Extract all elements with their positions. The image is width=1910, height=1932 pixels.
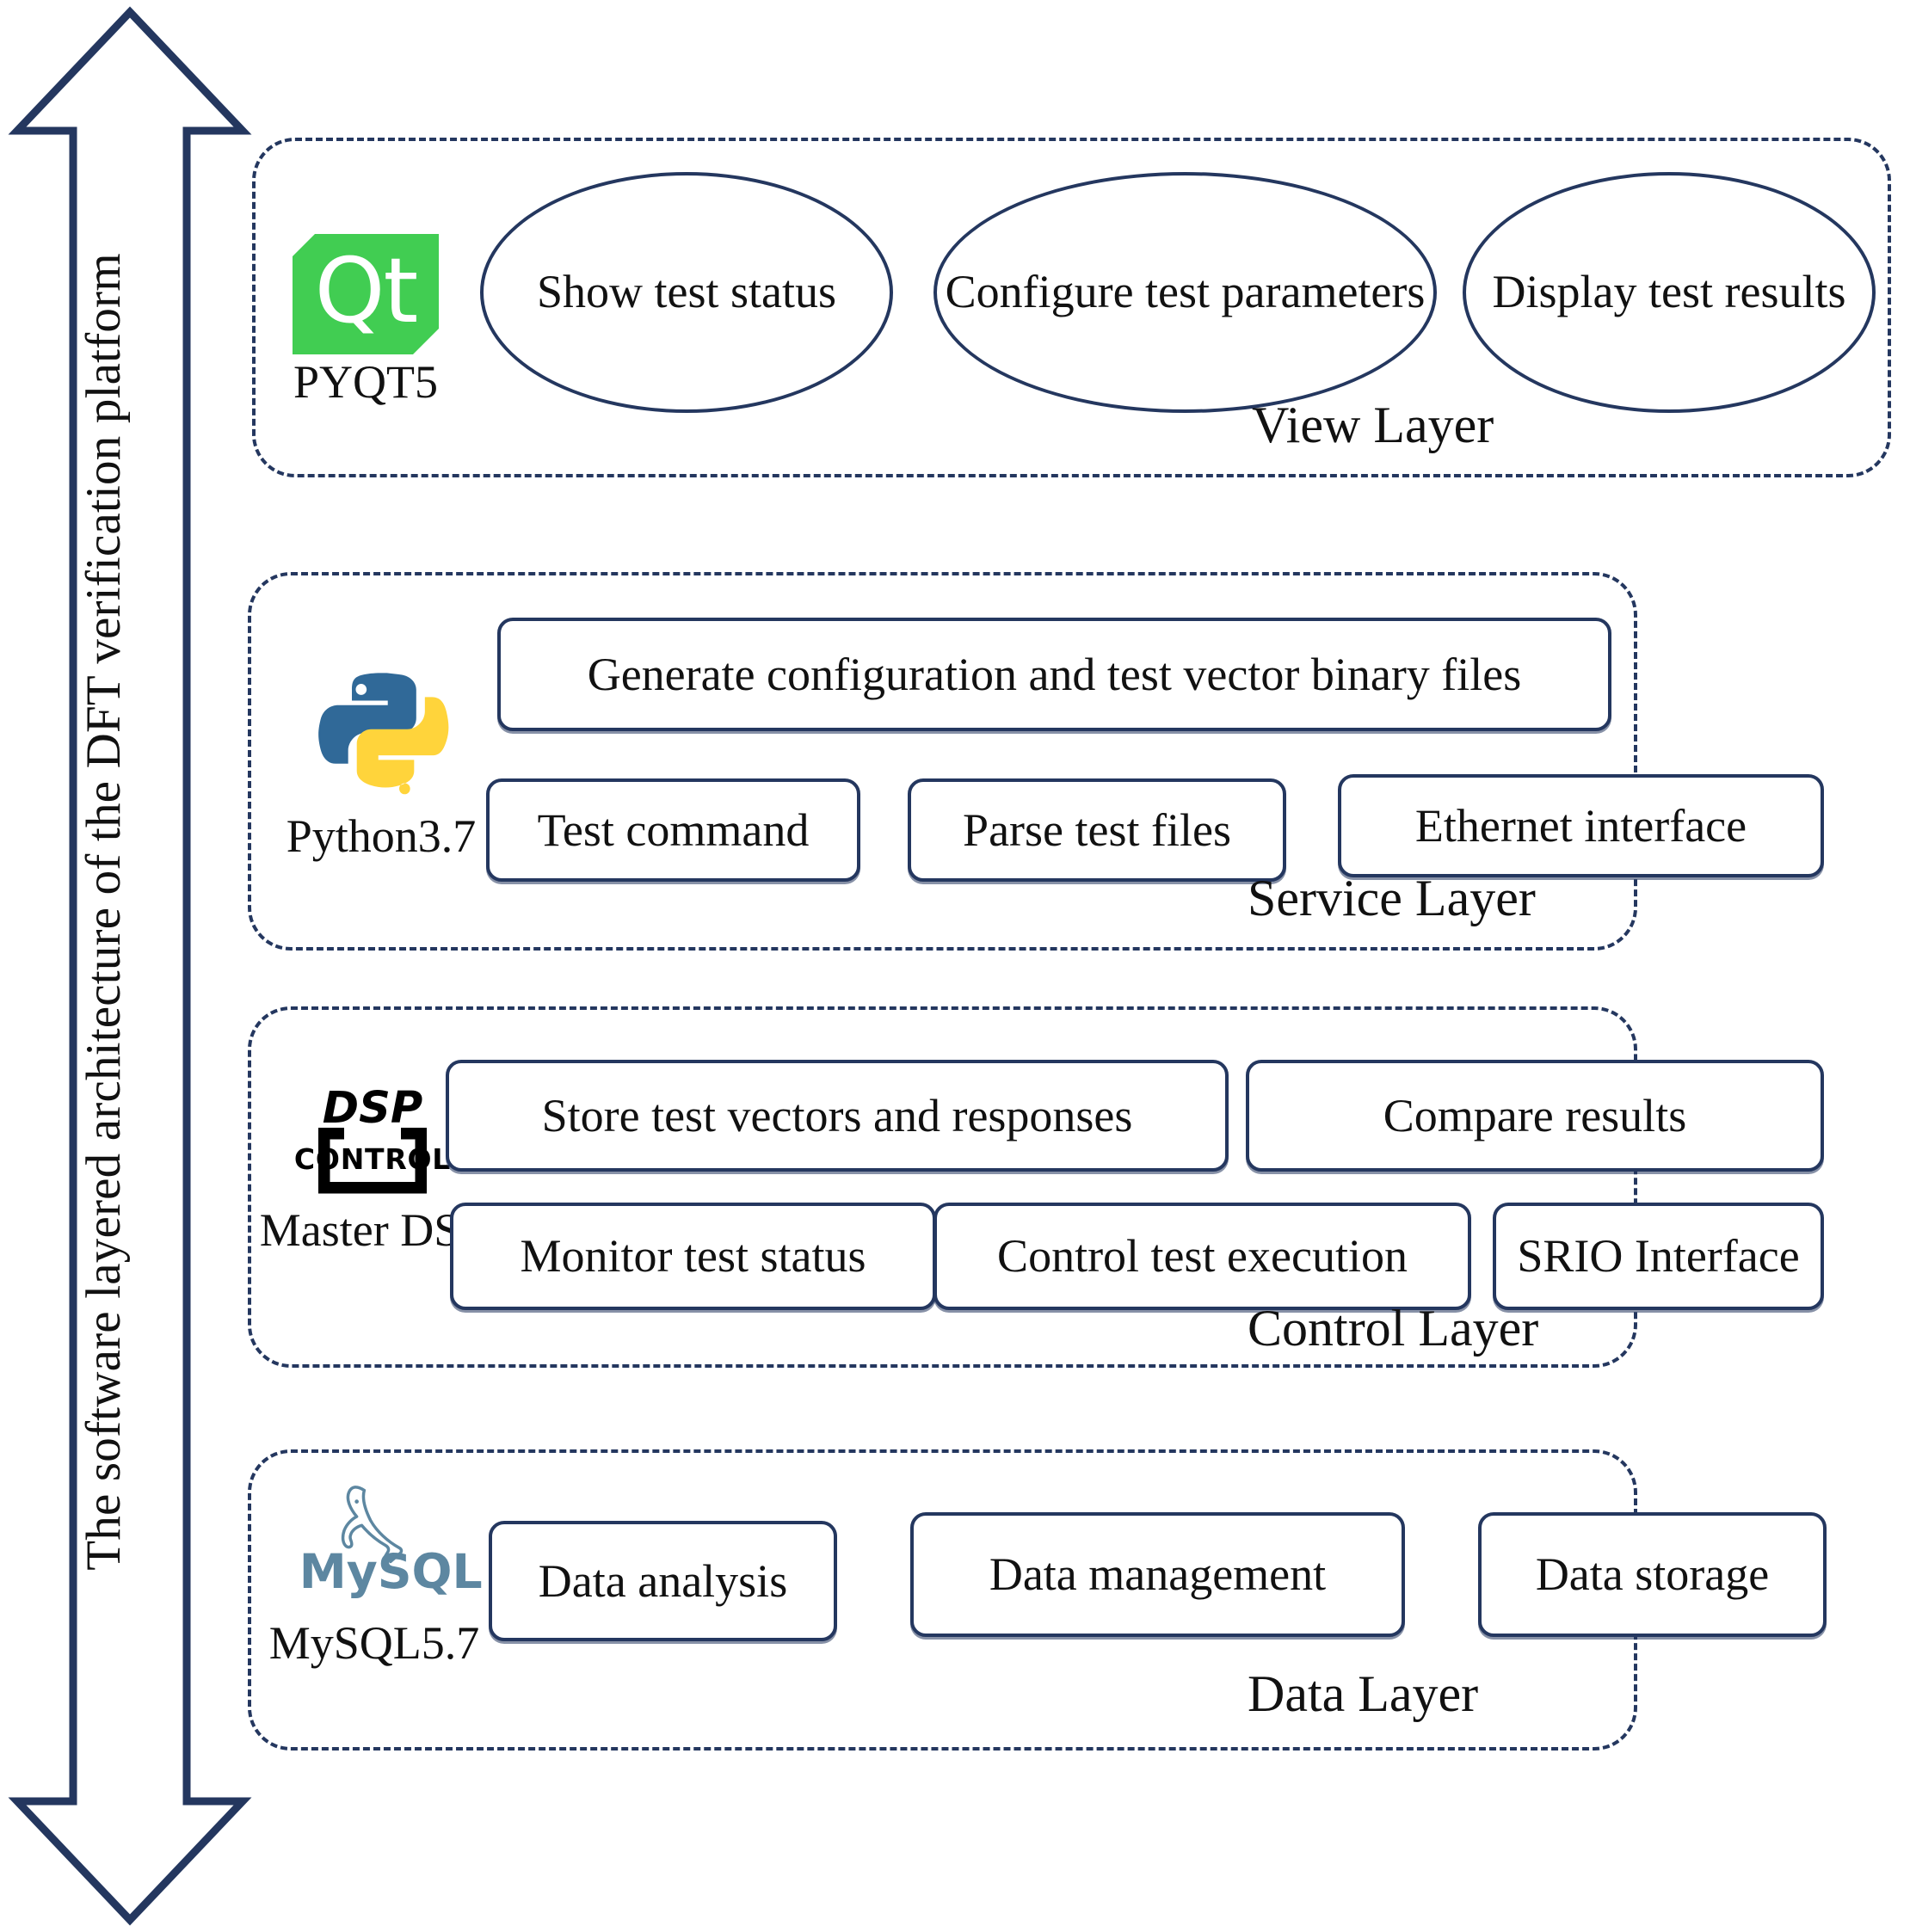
qt-logo-block: Qt PYQT5 [280, 234, 452, 407]
ellipse-label: Display test results [1492, 266, 1846, 318]
node-label: SRIO Interface [1517, 1230, 1800, 1283]
node-compare-results[interactable]: Compare results [1246, 1060, 1824, 1172]
node-control-test-execution[interactable]: Control test execution [933, 1203, 1471, 1310]
node-label: Data analysis [538, 1554, 788, 1607]
qt-logo-caption: PYQT5 [293, 356, 438, 408]
ellipse-configure-test-parameters[interactable]: Configure test parameters [933, 172, 1437, 413]
node-label: Data storage [1535, 1548, 1770, 1601]
layer-title-data: Data Layer [1248, 1665, 1479, 1722]
node-srio-interface[interactable]: SRIO Interface [1493, 1203, 1824, 1310]
axis-label: The software layered architecture of the… [76, 253, 131, 1571]
vertical-double-arrow: The software layered architecture of the… [8, 0, 252, 1932]
python-logo-caption: Python3.7 [286, 810, 477, 862]
qt-logo-text: Qt [314, 238, 417, 343]
node-label: Monitor test status [520, 1230, 866, 1283]
mysql-wordmark: MySQL [299, 1545, 483, 1600]
double-arrow-shape [8, 6, 252, 1926]
dsp-control-logo-caption: Master DSP [259, 1204, 486, 1256]
ellipse-label: Configure test parameters [945, 266, 1426, 318]
node-data-management[interactable]: Data management [910, 1512, 1405, 1637]
layer-control [248, 1006, 1637, 1368]
node-label: Store test vectors and responses [541, 1089, 1133, 1141]
mysql-logo-block: MySQL MySQL5.7 [267, 1478, 483, 1669]
node-label: Data management [989, 1548, 1327, 1601]
svg-text:CONTROL: CONTROL [294, 1142, 451, 1176]
ellipse-show-test-status[interactable]: Show test status [480, 172, 893, 413]
node-test-command[interactable]: Test command [486, 778, 860, 882]
ellipse-label: Show test status [536, 266, 837, 318]
dsp-control-logo-icon: DSP CONTROL [294, 1074, 451, 1203]
python-logo-block: Python3.7 [274, 662, 489, 861]
svg-text:DSP: DSP [323, 1083, 422, 1134]
layer-title-control: Control Layer [1248, 1300, 1539, 1357]
qt-logo-icon: Qt [293, 234, 439, 354]
layer-title-view: View Layer [1252, 397, 1494, 453]
node-data-analysis[interactable]: Data analysis [489, 1521, 837, 1641]
node-label: Compare results [1383, 1089, 1687, 1141]
node-label: Control test execution [997, 1230, 1408, 1283]
layer-title-service: Service Layer [1248, 870, 1536, 926]
node-data-storage[interactable]: Data storage [1478, 1512, 1827, 1637]
layer-view [252, 138, 1891, 477]
node-ethernet-interface[interactable]: Ethernet interface [1338, 774, 1824, 877]
dsp-control-logo-block: DSP CONTROL Master DSP [260, 1074, 486, 1255]
node-label: Generate configuration and test vector b… [587, 648, 1522, 700]
node-monitor-test-status[interactable]: Monitor test status [450, 1203, 936, 1310]
layer-service [248, 572, 1637, 951]
python-logo-icon [308, 662, 454, 809]
node-store-test-vectors-and-responses[interactable]: Store test vectors and responses [446, 1060, 1229, 1172]
mysql-logo-caption: MySQL5.7 [268, 1617, 480, 1669]
node-label: Ethernet interface [1414, 799, 1747, 852]
ellipse-display-test-results[interactable]: Display test results [1463, 172, 1876, 413]
node-label: Parse test files [963, 803, 1231, 856]
node-parse-test-files[interactable]: Parse test files [908, 778, 1286, 882]
node-generate-configuration-and-test-vector-binary-files[interactable]: Generate configuration and test vector b… [497, 618, 1611, 731]
node-label: Test command [537, 803, 810, 856]
mysql-logo-icon: MySQL [284, 1478, 483, 1615]
